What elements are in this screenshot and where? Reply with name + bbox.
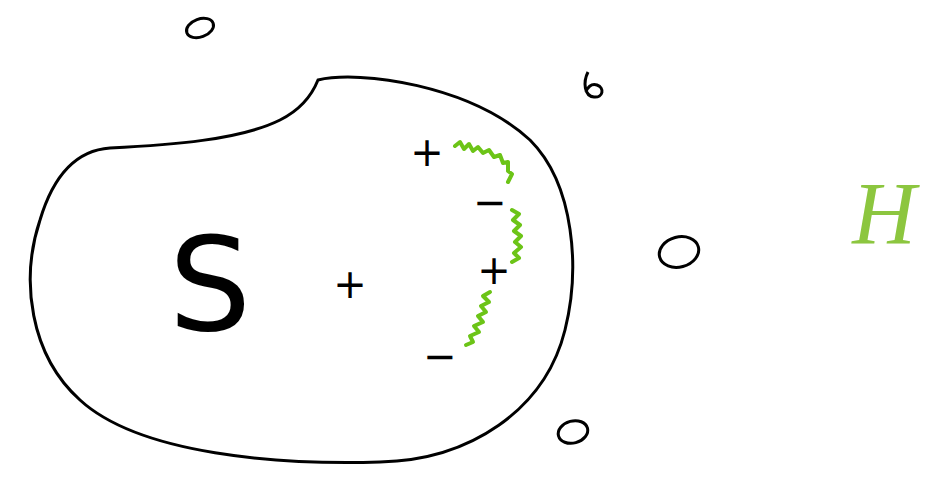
small-loop	[556, 417, 591, 446]
wavy-line	[466, 292, 490, 345]
wavy-line	[512, 210, 521, 262]
small-loop	[184, 15, 216, 41]
charge-sign: −	[423, 336, 457, 376]
charge-sign: +	[333, 264, 367, 304]
charge-sign: +	[477, 250, 511, 290]
charge-sign: +	[410, 132, 444, 172]
space-symbol: H	[852, 170, 916, 258]
small-loop	[656, 232, 702, 271]
charge-sign: −	[473, 182, 507, 222]
small-loop	[585, 72, 602, 97]
wavy-line	[455, 142, 512, 182]
blob-outline	[30, 77, 572, 462]
region-name: S	[169, 220, 252, 350]
